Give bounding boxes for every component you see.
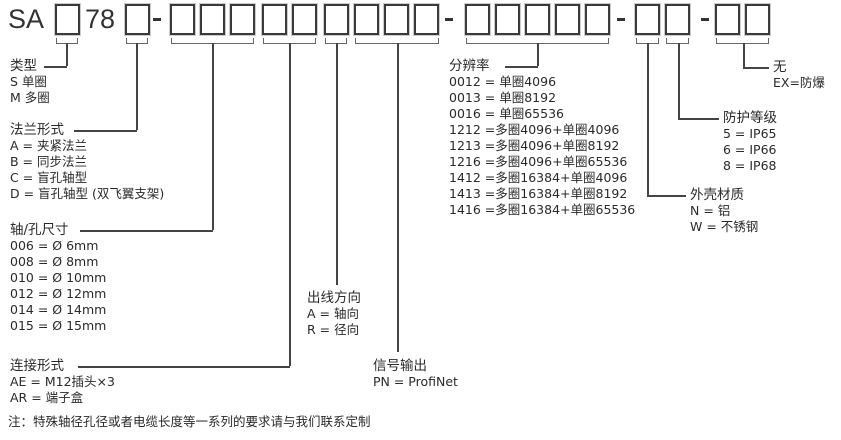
- option-item: 1412 =多圈16384+单圈4096: [449, 170, 628, 185]
- option-item: 1413 =多圈16384+单圈8192: [449, 186, 628, 201]
- option-item: S 单圈: [10, 74, 47, 89]
- option-item: C = 盲孔轴型: [10, 170, 88, 185]
- connector-line: [44, 66, 67, 68]
- code-box: [555, 4, 580, 35]
- code-dash: [445, 18, 453, 21]
- option-item: 015 = Ø 15mm: [10, 318, 107, 333]
- connector-line: [678, 118, 719, 120]
- option-item: 8 = IP68: [723, 158, 777, 173]
- option-item: 012 = Ø 12mm: [10, 286, 107, 301]
- option-item: 1416 =多圈16384+单圈65536: [449, 202, 636, 217]
- group-title: 外壳材质: [690, 187, 744, 203]
- connector-line: [78, 366, 290, 368]
- connector-line: [647, 195, 686, 197]
- option-item: 0013 = 单圈8192: [449, 90, 557, 105]
- option-item: A = 轴向: [307, 306, 359, 321]
- option-item: 014 = Ø 14mm: [10, 302, 107, 317]
- option-item: PN = ProfiNet: [373, 374, 458, 389]
- footnote: 注：特殊轴径孔径或者电缆长度等一系列的要求请与我们联系定制: [8, 414, 371, 429]
- option-item: 010 = Ø 10mm: [10, 270, 107, 285]
- group-title: 轴/孔尺寸: [10, 222, 69, 238]
- code-box: [715, 4, 740, 35]
- code-dash: [617, 18, 625, 21]
- code-box: [262, 4, 287, 35]
- group-title: 法兰形式: [10, 122, 64, 138]
- code-box: [495, 4, 520, 35]
- code-box: [170, 4, 195, 35]
- connector-line: [743, 67, 769, 69]
- code-box: [292, 4, 317, 35]
- code-box: [230, 4, 255, 35]
- code-box: [465, 4, 490, 35]
- option-item: AR = 端子盒: [10, 390, 84, 405]
- connector-line: [74, 130, 137, 132]
- connector-line: [212, 43, 214, 230]
- option-item: AE = M12插头×3: [10, 374, 115, 389]
- option-item: M 多圈: [10, 90, 50, 105]
- option-item: A = 夹紧法兰: [10, 138, 87, 153]
- group-title: 类型: [10, 58, 37, 74]
- option-item: 1216 =多圈4096+单圈65536: [449, 154, 628, 169]
- connector-line: [397, 43, 399, 352]
- group-title: 出线方向: [307, 290, 361, 306]
- code-box: [200, 4, 225, 35]
- code-box: [125, 4, 150, 35]
- group-title: 无: [773, 59, 787, 75]
- connector-line: [136, 43, 138, 130]
- option-item: 1212 =多圈4096+单圈4096: [449, 122, 620, 137]
- code-bracket: [716, 38, 769, 44]
- code-box: [414, 4, 439, 35]
- connector-line: [289, 43, 291, 366]
- code-box: [665, 4, 690, 35]
- connector-line: [336, 43, 338, 285]
- option-item: 1213 =多圈4096+单圈8192: [449, 138, 620, 153]
- option-item: 006 = Ø 6mm: [10, 238, 99, 253]
- code-box: [585, 4, 610, 35]
- code-box: [525, 4, 550, 35]
- code-bracket: [666, 38, 689, 44]
- code-box: [745, 4, 770, 35]
- option-item: 008 = Ø 8mm: [10, 254, 99, 269]
- code-dash: [153, 18, 161, 21]
- code-middle: 78: [85, 4, 116, 34]
- group-title: 连接形式: [10, 358, 64, 374]
- code-box: [55, 4, 80, 35]
- option-item: D = 盲孔轴型 (双飞翼支架): [10, 186, 165, 201]
- option-item: R = 径向: [307, 322, 360, 337]
- group-title: 防护等级: [723, 110, 777, 126]
- option-item: 5 = IP65: [723, 126, 777, 141]
- code-dash: [701, 18, 709, 21]
- option-item: 0012 = 单圈4096: [449, 74, 557, 89]
- connector-line: [505, 66, 538, 68]
- connector-line: [647, 43, 649, 195]
- option-item: W = 不锈钢: [690, 219, 759, 234]
- option-item: 6 = IP66: [723, 142, 777, 157]
- option-item: N = 铝: [690, 203, 731, 218]
- group-title: 分辨率: [449, 58, 490, 74]
- connector-line: [537, 43, 539, 66]
- connector-line: [80, 230, 213, 232]
- code-prefix: SA: [8, 4, 45, 34]
- option-item: 0016 = 单圈65536: [449, 106, 564, 121]
- option-item: EX=防爆: [773, 75, 825, 90]
- code-box: [384, 4, 409, 35]
- code-box: [354, 4, 379, 35]
- connector-line: [743, 43, 745, 67]
- group-title: 信号输出: [373, 358, 427, 374]
- option-item: B = 同步法兰: [10, 154, 87, 169]
- connector-line: [678, 43, 680, 118]
- code-box: [324, 4, 349, 35]
- connector-line: [66, 43, 68, 66]
- code-box: [635, 4, 660, 35]
